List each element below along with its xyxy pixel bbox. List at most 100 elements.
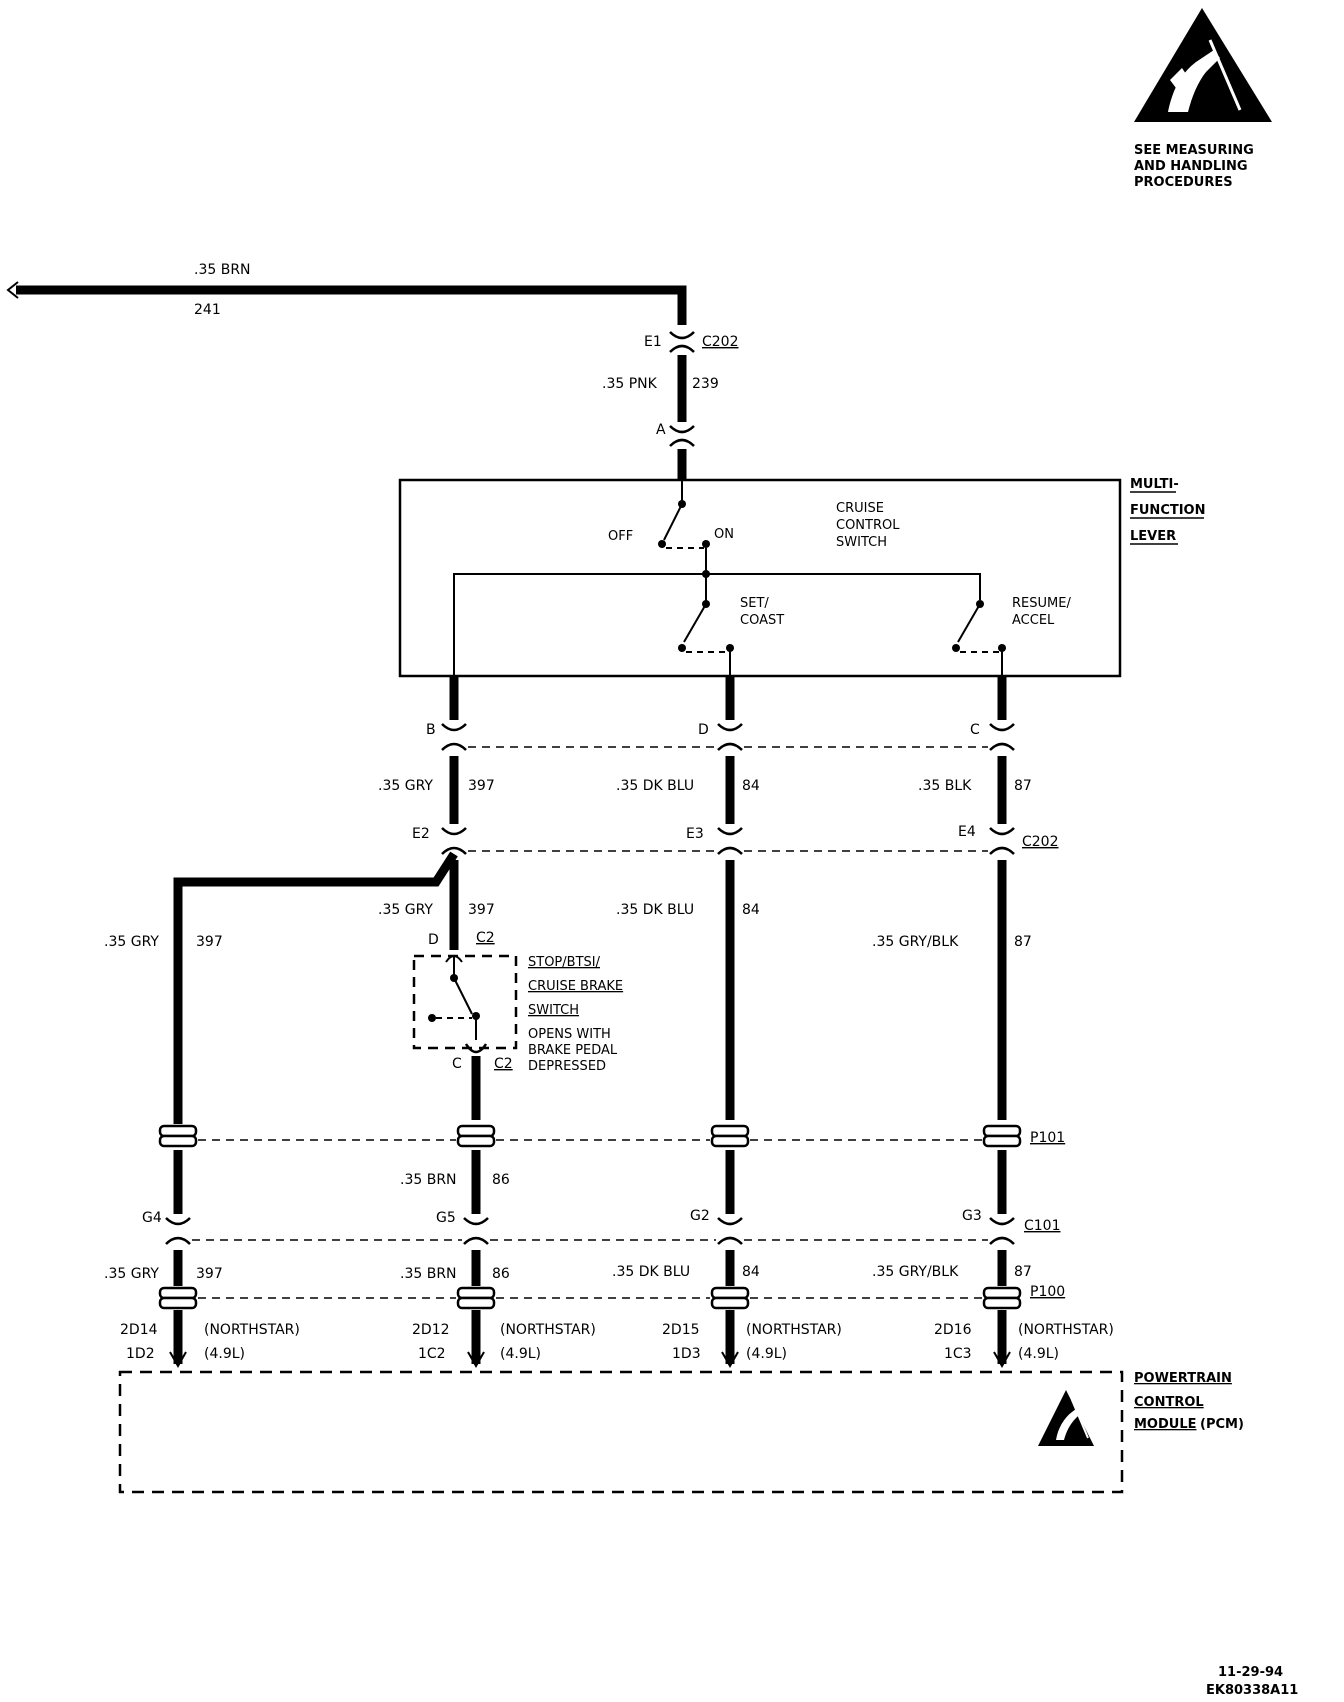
circuit-number: 86 xyxy=(492,1266,510,1282)
lever-connector: B D C xyxy=(426,722,1015,751)
esd-warning: SEE MEASURING AND HANDLING PROCEDURES xyxy=(1134,8,1272,190)
cruise-switch-label-1: CRUISE xyxy=(836,501,884,516)
pin-label: 1D2 xyxy=(126,1346,155,1362)
brake-switch: D C2 C C2 STOP/BTSI/ CRUISE BRAKE SWITCH… xyxy=(412,930,623,1364)
wire-color-label: .35 DK BLU xyxy=(616,902,694,918)
pcm-module: POWERTRAIN CONTROL MODULE (PCM) xyxy=(118,1370,1244,1494)
brake-switch-label-1: STOP/BTSI/ xyxy=(528,955,601,970)
pcm-label-1: POWERTRAIN xyxy=(1134,1371,1232,1386)
wire-color-label: .35 GRY xyxy=(378,902,433,918)
set-coast-label-2: COAST xyxy=(740,613,784,628)
circuit-number: 397 xyxy=(196,1266,223,1282)
brake-switch-note-3: DEPRESSED xyxy=(528,1059,606,1074)
connector-name: C2 xyxy=(494,1056,513,1072)
footer: 11-29-94 EK80338A11 xyxy=(1206,1665,1298,1698)
diagram-code: EK80338A11 xyxy=(1206,1683,1298,1698)
upper-wire-labels: .35 GRY 397 .35 DK BLU 84 .35 BLK 87 xyxy=(378,778,1032,794)
wire-color-label: .35 PNK xyxy=(602,376,658,392)
lever-label-2: FUNCTION xyxy=(1130,503,1206,518)
circuit-number: 87 xyxy=(1014,934,1032,950)
pcm-label-3: MODULE xyxy=(1134,1417,1197,1432)
pin-label: 1D3 xyxy=(672,1346,701,1362)
wire-color-label: .35 GRY xyxy=(104,934,159,950)
pin-label: 2D14 xyxy=(120,1322,158,1338)
resume-accel-switch: RESUME/ ACCEL xyxy=(952,596,1071,676)
engine-label: (NORTHSTAR) xyxy=(500,1322,596,1338)
set-coast-label-1: SET/ xyxy=(740,596,769,611)
circuit-number: 84 xyxy=(742,902,760,918)
engine-label: (NORTHSTAR) xyxy=(1018,1322,1114,1338)
wire-86-labels: .35 BRN 86 xyxy=(400,1172,510,1188)
lever-label-3: LEVER xyxy=(1130,529,1176,544)
esd-line-3: PROCEDURES xyxy=(1134,175,1233,190)
pin-label: 1C2 xyxy=(418,1346,446,1362)
lower-wire-labels: .35 GRY 397 .35 BRN 86 .35 DK BLU 84 .35… xyxy=(104,1264,1032,1282)
cruise-switch-label-2: CONTROL xyxy=(836,518,900,533)
circuit-number: 397 xyxy=(196,934,223,950)
on-label: ON xyxy=(714,527,734,542)
connector-name: C2 xyxy=(476,930,495,946)
engine-label: (NORTHSTAR) xyxy=(204,1322,300,1338)
lever-label-1: MULTI- xyxy=(1130,477,1179,492)
pin-label: 1C3 xyxy=(944,1346,972,1362)
engine-label: (4.9L) xyxy=(204,1346,245,1362)
pin-label: C xyxy=(452,1056,462,1072)
pin-e4-label: E4 xyxy=(958,824,976,840)
brake-switch-label-2: CRUISE BRAKE xyxy=(528,979,623,994)
pin-label: D xyxy=(428,932,439,948)
wire-color-label: .35 GRY/BLK xyxy=(872,1264,959,1280)
brake-switch-note-2: BRAKE PEDAL xyxy=(528,1043,618,1058)
engine-label: (4.9L) xyxy=(1018,1346,1059,1362)
esd-line-2: AND HANDLING xyxy=(1134,159,1248,174)
brake-switch-label-3: SWITCH xyxy=(528,1003,579,1018)
pin-e2-label: E2 xyxy=(412,826,430,842)
pcm-pin-labels: 2D14 1D2 (NORTHSTAR) (4.9L) 2D12 1C2 (NO… xyxy=(120,1322,1114,1362)
pin-label: E1 xyxy=(644,334,662,350)
pin-g4-label: G4 xyxy=(142,1210,162,1226)
wire-color-label: .35 BRN xyxy=(194,262,251,278)
pin-label: 2D12 xyxy=(412,1322,450,1338)
cruise-switch-label-3: SWITCH xyxy=(836,535,887,550)
pin-label: 2D15 xyxy=(662,1322,700,1338)
wire-color-label: .35 BRN xyxy=(400,1172,457,1188)
connector-name: P101 xyxy=(1030,1130,1065,1146)
multifunction-lever: MULTI- FUNCTION LEVER OFF ON CRUISE CONT… xyxy=(398,477,1206,678)
connector-name: C202 xyxy=(1022,834,1059,850)
circuit-number: 241 xyxy=(194,302,221,318)
wire-color-label: .35 BRN xyxy=(400,1266,457,1282)
circuit-number: 239 xyxy=(692,376,719,392)
pin-label: 2D16 xyxy=(934,1322,972,1338)
wire-239: .35 PNK 239 A xyxy=(602,355,719,480)
circuit-number: 87 xyxy=(1014,778,1032,794)
pin-label: A xyxy=(656,422,666,438)
pcm-label-2: CONTROL xyxy=(1134,1395,1204,1410)
wire-branch-397 xyxy=(173,851,458,1364)
top-feed-wire: .35 BRN 241 xyxy=(6,262,687,325)
circuit-number: 397 xyxy=(468,778,495,794)
brake-switch-note-1: OPENS WITH xyxy=(528,1027,611,1042)
connector-p101: P101 xyxy=(158,1124,1065,1148)
pcm-pin-terminals xyxy=(169,1351,1011,1369)
connector-c202-e1: E1 C202 xyxy=(644,331,739,353)
resume-accel-label-2: ACCEL xyxy=(1012,613,1055,628)
cruise-on-off-switch: OFF ON CRUISE CONTROL SWITCH xyxy=(608,480,900,574)
diagram-date: 11-29-94 xyxy=(1218,1665,1283,1680)
pin-e3-label: E3 xyxy=(686,826,704,842)
connector-name: P100 xyxy=(1030,1284,1065,1300)
wire-color-label: .35 GRY/BLK xyxy=(872,934,959,950)
connector-c101: G4 G5 G2 G3 C101 xyxy=(142,1208,1061,1245)
pin-d-label: D xyxy=(698,722,709,738)
pcm-abbrev: (PCM) xyxy=(1200,1417,1244,1432)
wire-color-label: .35 BLK xyxy=(918,778,972,794)
engine-label: (4.9L) xyxy=(746,1346,787,1362)
pin-g3-label: G3 xyxy=(962,1208,982,1224)
engine-label: (NORTHSTAR) xyxy=(746,1322,842,1338)
connector-p100: P100 xyxy=(158,1284,1065,1310)
mid-wire-labels: .35 GRY 397 .35 GRY 397 .35 DK BLU 84 .3… xyxy=(104,902,1032,950)
circuit-number: 84 xyxy=(742,1264,760,1280)
circuit-number: 397 xyxy=(468,902,495,918)
circuit-number: 86 xyxy=(492,1172,510,1188)
circuit-number: 87 xyxy=(1014,1264,1032,1280)
off-label: OFF xyxy=(608,529,633,544)
